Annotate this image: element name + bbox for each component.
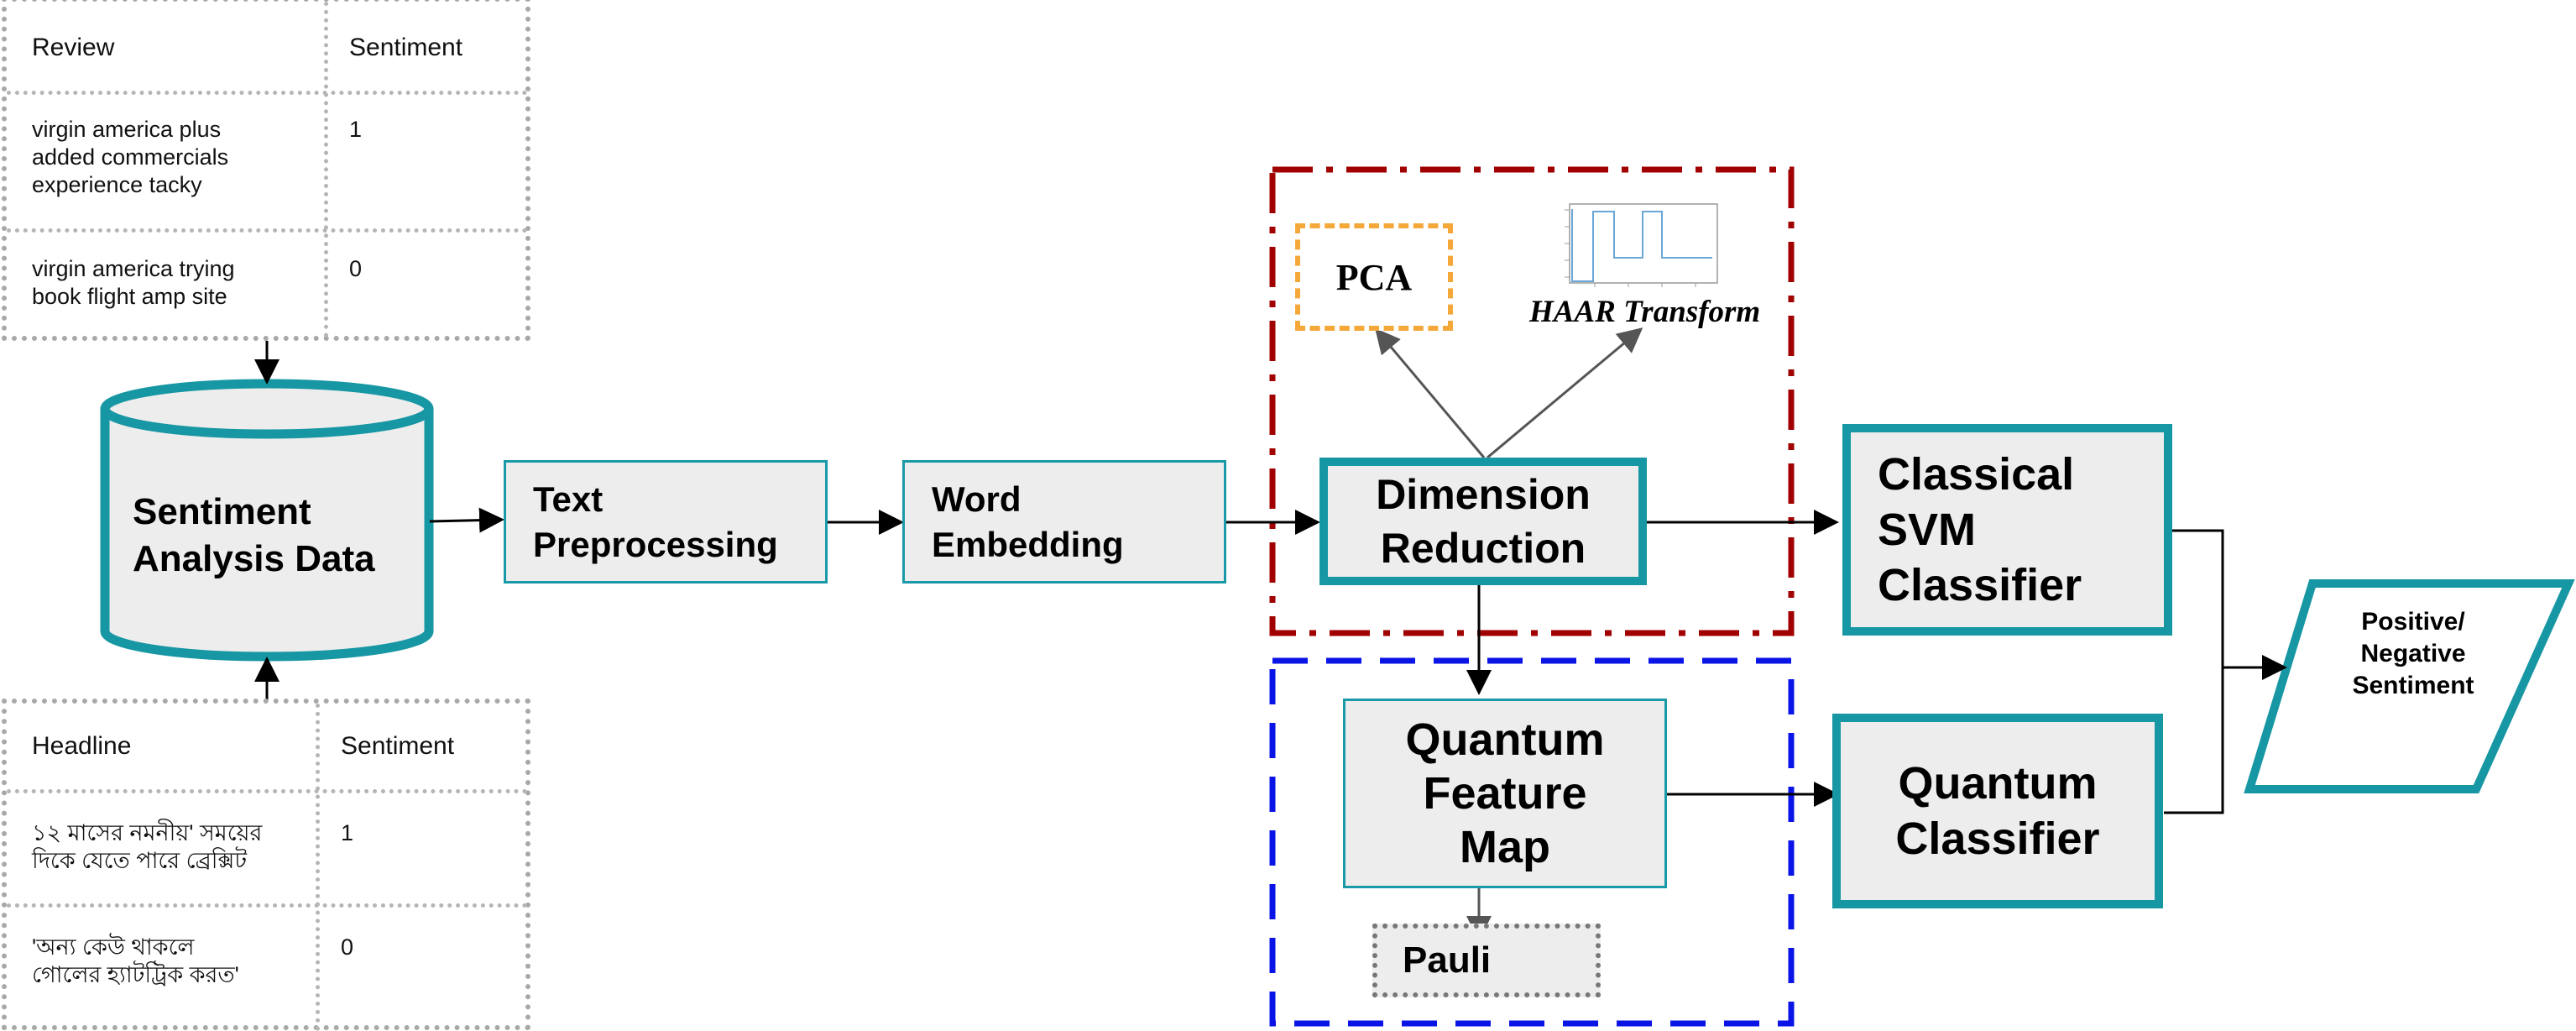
headline-row-2-text: 'অন্য কেউ থাকলে গোলের হ্যাটট্রিক করত': [32, 934, 239, 987]
pauli-label: Pauli: [1403, 939, 1492, 981]
review-row-2-text: virgin america trying book flight amp si…: [32, 256, 235, 309]
classical-svm-box: Classical SVM Classifier: [1842, 424, 2172, 636]
dimension-reduction-box: Dimension Reduction: [1319, 458, 1647, 585]
dimension-reduction-label: Dimension Reduction: [1376, 471, 1591, 572]
review-row-1-sentiment: 1: [349, 117, 363, 142]
quantum-region: [1269, 657, 1795, 1027]
quantum-feature-map-box: Quantum Feature Map: [1343, 699, 1667, 888]
connector-svm-to-output: [2164, 529, 2224, 814]
text-preprocessing-label: Text Preprocessing: [533, 479, 778, 564]
classical-svm-label: Classical SVM Classifier: [1878, 449, 2082, 610]
headline-table: Headline Sentiment ১২ মাসের নমনীয়' সময়…: [2, 699, 530, 1031]
output-parallelogram: [2244, 579, 2575, 793]
review-table: Review Sentiment virgin america plus add…: [2, 0, 530, 341]
database-label: Sentiment Analysis Data: [133, 491, 375, 579]
headline-row-1-text: ১২ মাসের নমনীয়' সময়ের দিকে যেতে পারে ব…: [32, 820, 263, 873]
quantum-classifier-box: Quantum Classifier: [1832, 714, 2163, 908]
arrow-to-haar: [1487, 327, 1643, 459]
review-row-1-text: virgin america plus added commercials ex…: [32, 117, 229, 197]
headline-row-2-sentiment: 0: [341, 934, 354, 960]
text-preprocessing-box: Text Preprocessing: [504, 460, 828, 584]
headline-header: Headline: [32, 732, 132, 760]
headline-sentiment-header: Sentiment: [341, 732, 455, 760]
pca-box: PCA: [1295, 223, 1453, 331]
pca-label: PCA: [1335, 256, 1413, 298]
haar-label: HAAR Transform: [1529, 295, 1761, 329]
review-row-2-sentiment: 0: [349, 256, 363, 281]
review-sentiment-header: Sentiment: [349, 34, 463, 61]
quantum-classifier-label: Quantum Classifier: [1895, 758, 2100, 864]
quantum-feature-map-label: Quantum Feature Map: [1405, 714, 1605, 872]
arrow-database-to-preprocessing: [429, 507, 504, 533]
arrow-to-pca: [1375, 327, 1486, 458]
headline-row-1-sentiment: 1: [341, 820, 354, 845]
dimension-reduction-region: [1269, 166, 1795, 636]
haar-waveform-icon: [1565, 203, 1718, 287]
word-embedding-box: Word Embedding: [902, 460, 1226, 584]
review-header: Review: [32, 34, 115, 61]
database-cylinder-icon: [100, 379, 434, 662]
output-label: Positive/ Negative Sentiment: [2352, 608, 2474, 699]
word-embedding-label: Word Embedding: [932, 479, 1124, 564]
pauli-box: Pauli: [1372, 924, 1601, 997]
